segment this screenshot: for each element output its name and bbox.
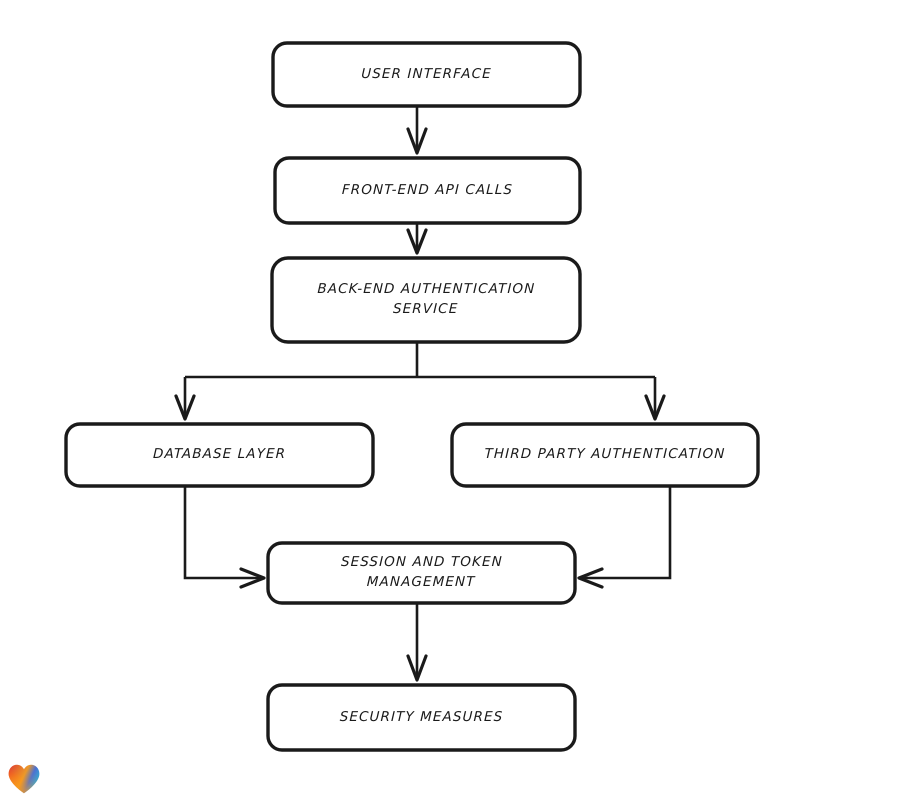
edge-ui-to-api <box>406 106 428 155</box>
node-user-interface[interactable] <box>271 41 582 108</box>
node-back-end-authentication-service[interactable] <box>270 256 582 344</box>
node-session-and-token-management[interactable] <box>266 541 577 605</box>
node-security-measures[interactable] <box>266 683 577 752</box>
heart-icon <box>8 764 40 794</box>
edge-session-to-security <box>406 603 428 682</box>
node-database-layer[interactable] <box>64 422 375 488</box>
node-front-end-api-calls[interactable] <box>273 156 582 225</box>
edge-api-to-backend <box>406 223 428 255</box>
edge-database-to-session <box>183 486 266 589</box>
edge-thirdparty-to-session <box>577 486 672 589</box>
node-third-party-authentication[interactable] <box>450 422 760 488</box>
edge-backend-to-database <box>174 377 196 421</box>
edge-backend-to-thirdparty <box>644 377 666 421</box>
edge-backend-split-trunk <box>185 342 655 379</box>
